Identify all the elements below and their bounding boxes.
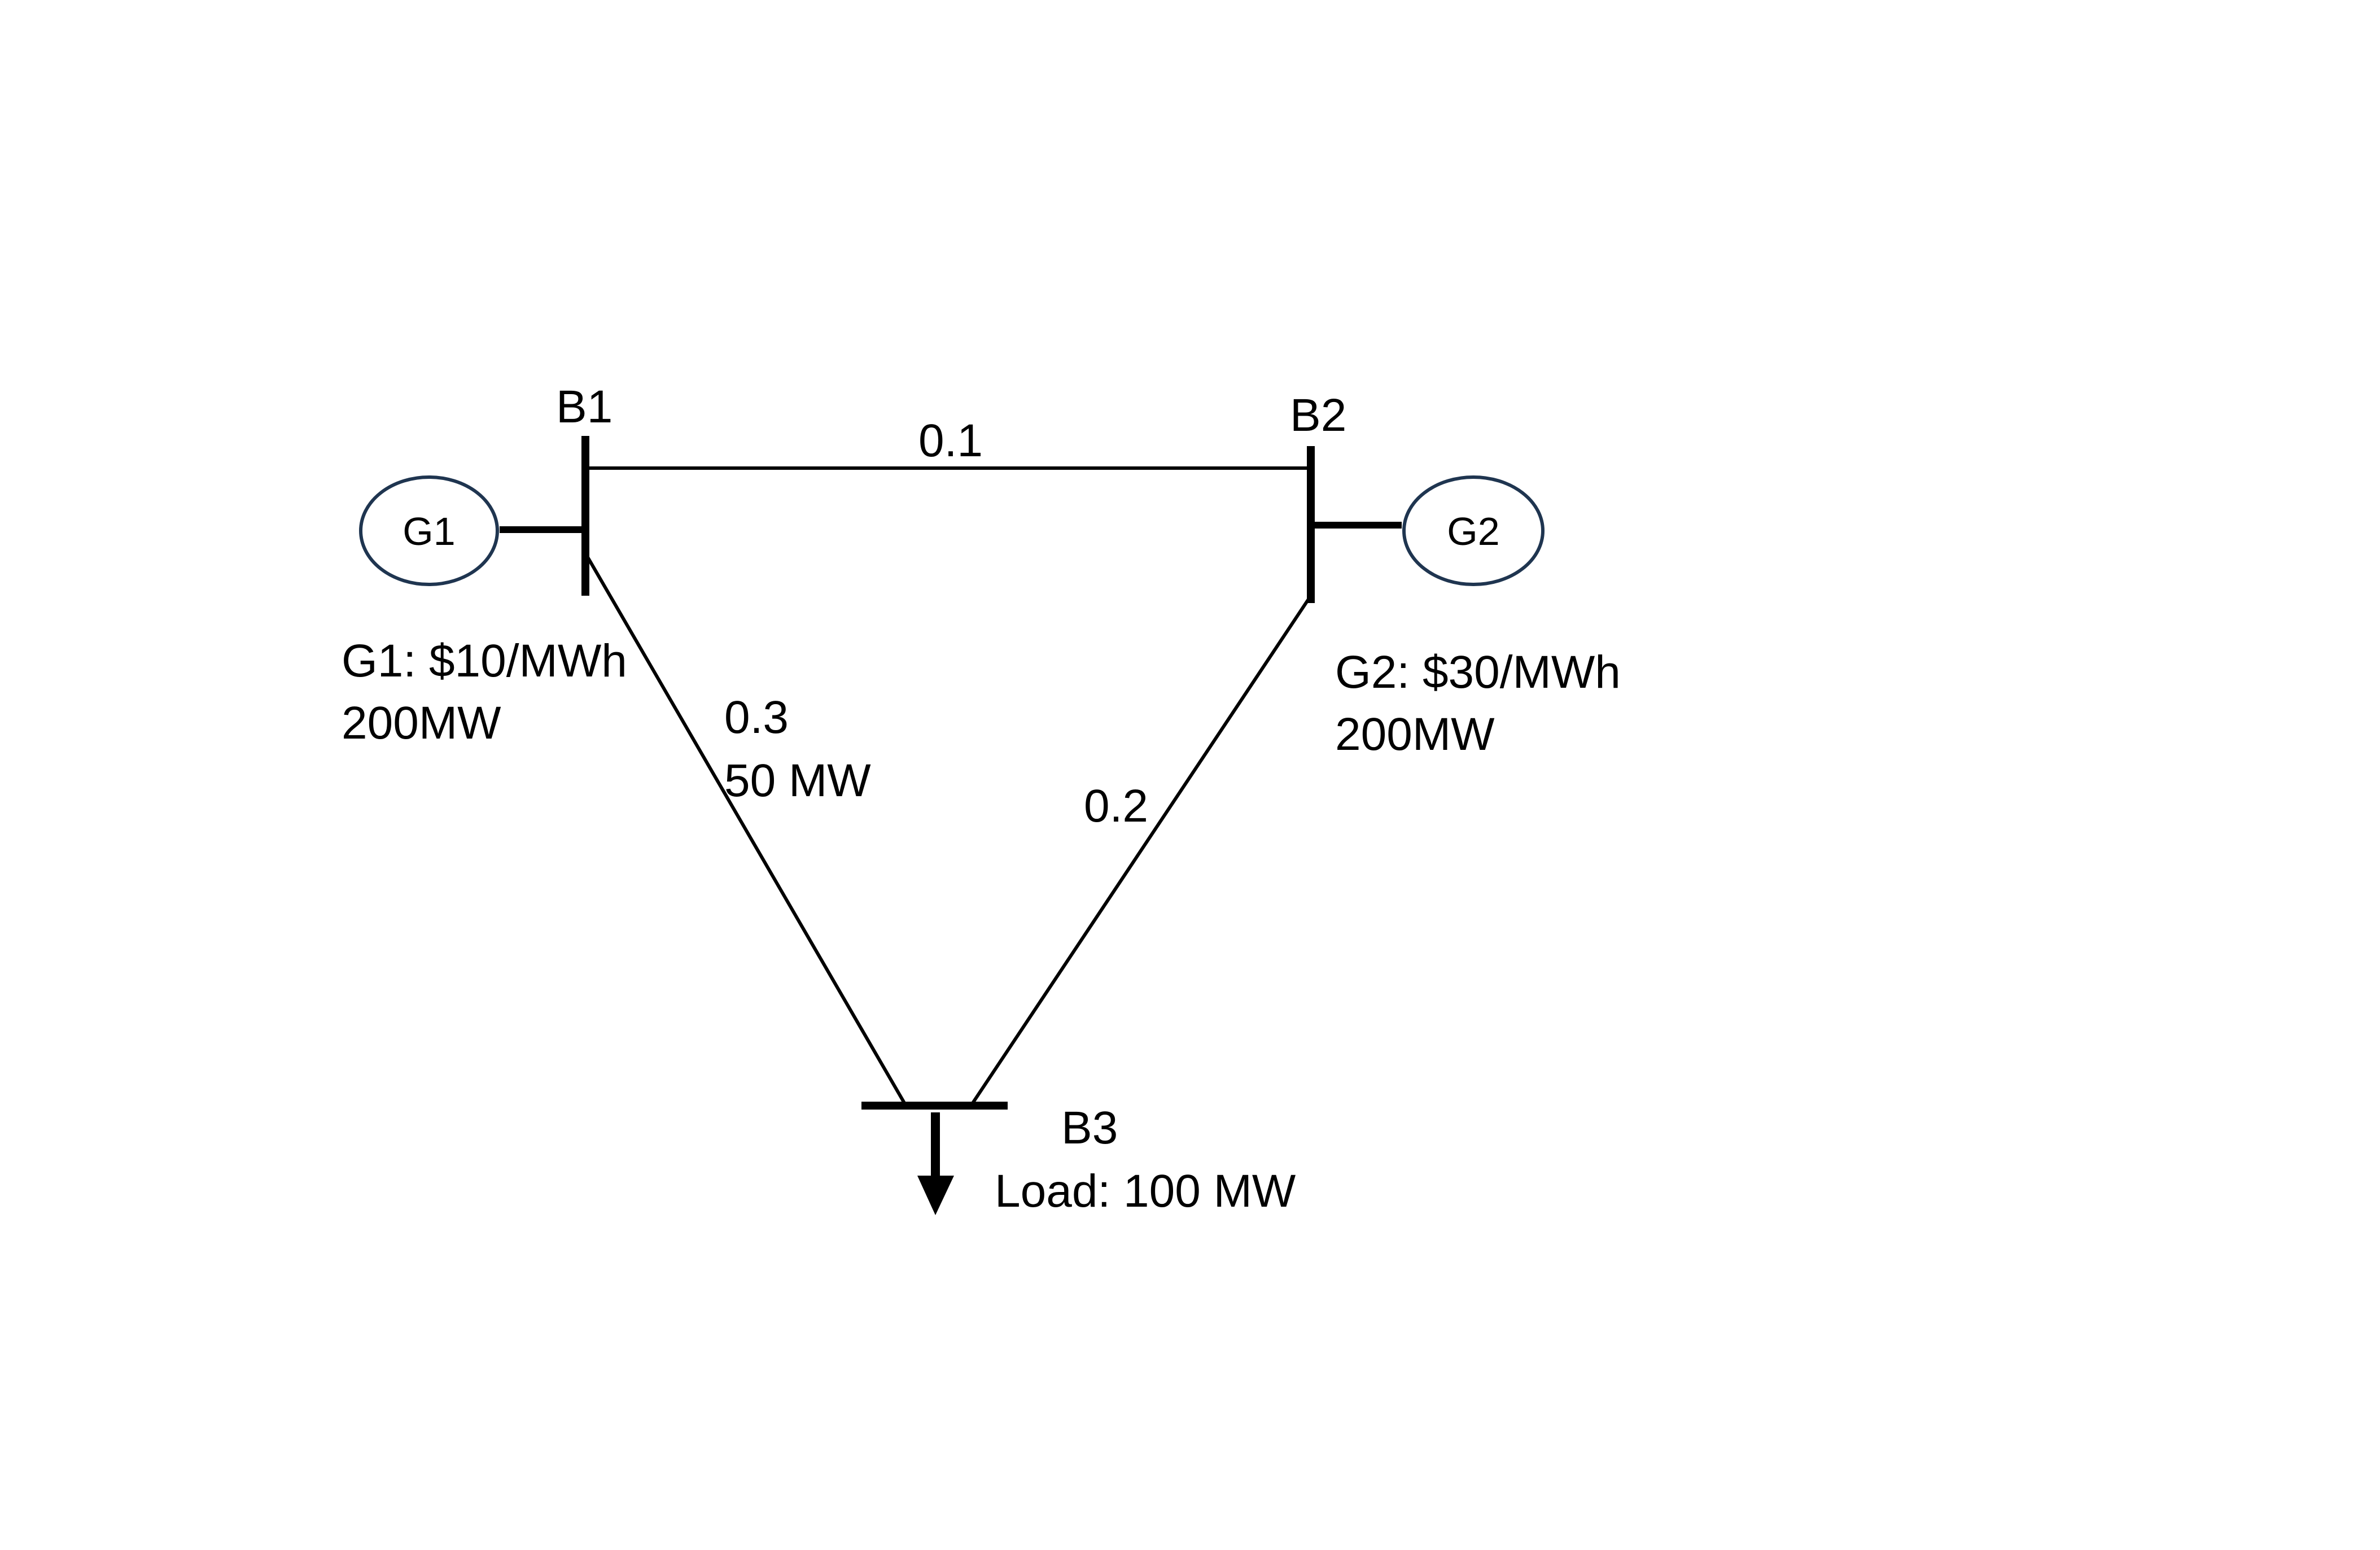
generator-g1-label: G1 <box>403 509 455 553</box>
bus-label-b1: B1 <box>556 381 613 433</box>
line-b1-b3-reactance: 0.3 <box>724 692 789 743</box>
generator-g1-capacity: 200MW <box>342 697 501 749</box>
generator-g2-cost: G2: $30/MWh <box>1335 647 1621 698</box>
generator-g2-circle <box>1402 475 1545 586</box>
generator-g2: G2 <box>1402 475 1545 586</box>
bus-label-b3: B3 <box>1061 1102 1118 1154</box>
line-b1-b3-limit: 50 MW <box>724 755 871 806</box>
load-label: Load: 100 MW <box>995 1165 1296 1217</box>
load-arrow-icon <box>917 1112 954 1215</box>
generator-g1-circle <box>359 475 499 586</box>
bus-label-b2: B2 <box>1290 390 1346 441</box>
line-b1-b3 <box>585 555 907 1105</box>
line-b2-b3-reactance: 0.2 <box>1084 780 1148 832</box>
line-b2-b3 <box>970 595 1313 1105</box>
generator-g1: G1 <box>359 475 499 586</box>
line-b1-b2-reactance: 0.1 <box>918 415 983 466</box>
generator-g2-label: G2 <box>1447 509 1499 553</box>
generator-g2-capacity: 200MW <box>1335 709 1495 760</box>
generator-g1-cost: G1: $10/MWh <box>342 635 627 687</box>
